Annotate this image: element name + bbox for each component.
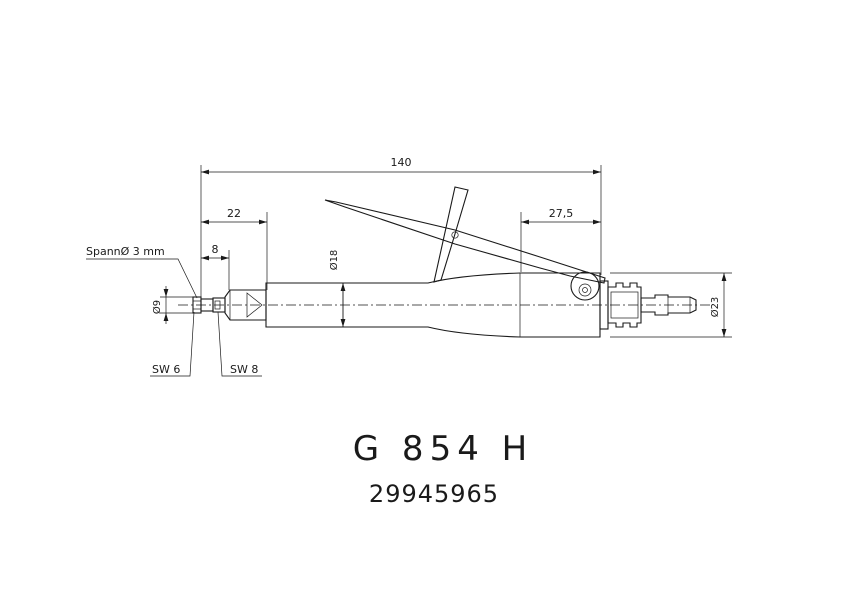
dim-text-d9: Ø9 (151, 300, 163, 314)
dim-text-d18: Ø18 (328, 250, 340, 271)
dim-text-22: 22 (227, 207, 241, 220)
model-title: G 854 H (353, 429, 533, 469)
label-sw8: SW 8 (230, 363, 258, 376)
dim-text-27-5: 27,5 (549, 207, 574, 220)
start-lever (324, 186, 606, 301)
dim-text-8: 8 (212, 243, 219, 256)
lever-safety (433, 186, 469, 283)
label-sw6: SW 6 (152, 363, 180, 376)
dim-text-d23: Ø23 (709, 297, 721, 318)
lever-arm (324, 199, 606, 284)
air-inlet-nipple (640, 294, 697, 316)
part-number: 29945965 (369, 480, 499, 508)
rear-thread (607, 282, 642, 328)
label-collet: SpannØ 3 mm (86, 245, 165, 258)
leader-sw6 (150, 311, 195, 377)
dim-text-140: 140 (391, 156, 412, 169)
main-grip (265, 272, 601, 338)
leader-collet (86, 258, 198, 299)
leader-lines (86, 258, 262, 377)
lever-roller (570, 271, 600, 301)
front-cone (246, 292, 263, 318)
lever-pivot (451, 231, 459, 239)
dimension-lines (163, 169, 727, 337)
leader-sw8 (217, 311, 262, 377)
extension-lines (160, 165, 732, 338)
